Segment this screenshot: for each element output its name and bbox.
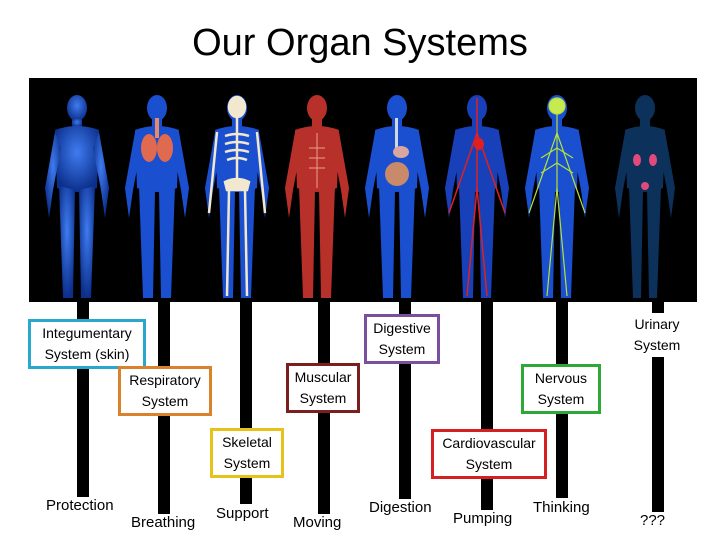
- label-urinary-line2: System: [633, 337, 681, 353]
- label-skeletal-line1: Skeletal: [222, 434, 272, 450]
- figure-digestive: [357, 78, 437, 302]
- label-respiratory-line2: System: [141, 393, 189, 409]
- figure-integumentary: [37, 78, 117, 302]
- label-digestive-line1: Digestive: [373, 320, 431, 336]
- label-nervous-line1: Nervous: [534, 370, 588, 386]
- label-muscular: Muscular System: [286, 363, 360, 413]
- function-protection: Protection: [43, 497, 117, 514]
- function-pumping: Pumping: [450, 510, 516, 527]
- function-digestion: Digestion: [366, 499, 435, 516]
- label-integumentary: Integumentary System (skin): [28, 319, 146, 369]
- function-support: Support: [213, 505, 272, 522]
- figure-nervous: [517, 78, 597, 302]
- figure-respiratory: [117, 78, 197, 302]
- label-cardiovascular-line1: Cardiovascular: [442, 435, 536, 451]
- page-title: Our Organ Systems: [192, 22, 528, 64]
- label-respiratory-line1: Respiratory: [129, 372, 201, 388]
- label-urinary: Urinary System: [622, 313, 692, 357]
- label-digestive-line2: System: [378, 341, 426, 357]
- figure-urinary: [605, 78, 685, 302]
- label-muscular-line1: Muscular: [294, 369, 352, 385]
- label-urinary-line1: Urinary: [634, 316, 680, 332]
- pole-cardiovascular: [481, 300, 493, 514]
- figure-cardiovascular: [437, 78, 517, 302]
- label-respiratory: Respiratory System: [118, 366, 212, 416]
- label-muscular-line2: System: [299, 390, 347, 406]
- organ-systems-image: [29, 78, 697, 302]
- label-nervous: Nervous System: [521, 364, 601, 414]
- figure-skeletal: [197, 78, 277, 302]
- function-breathing: Breathing: [128, 514, 199, 531]
- label-cardiovascular: Cardiovascular System: [431, 429, 547, 479]
- label-nervous-line2: System: [537, 391, 585, 407]
- function-thinking: Thinking: [530, 499, 593, 516]
- label-skeletal: Skeletal System: [210, 428, 284, 478]
- label-skeletal-line2: System: [223, 455, 271, 471]
- function-moving: Moving: [290, 514, 345, 531]
- figure-muscular: [277, 78, 357, 302]
- label-integumentary-line1: Integumentary: [42, 325, 132, 341]
- label-digestive: Digestive System: [364, 314, 440, 364]
- label-cardiovascular-line2: System: [465, 456, 513, 472]
- label-integumentary-line2: System (skin): [44, 346, 130, 362]
- function-unknown: ???: [637, 512, 669, 529]
